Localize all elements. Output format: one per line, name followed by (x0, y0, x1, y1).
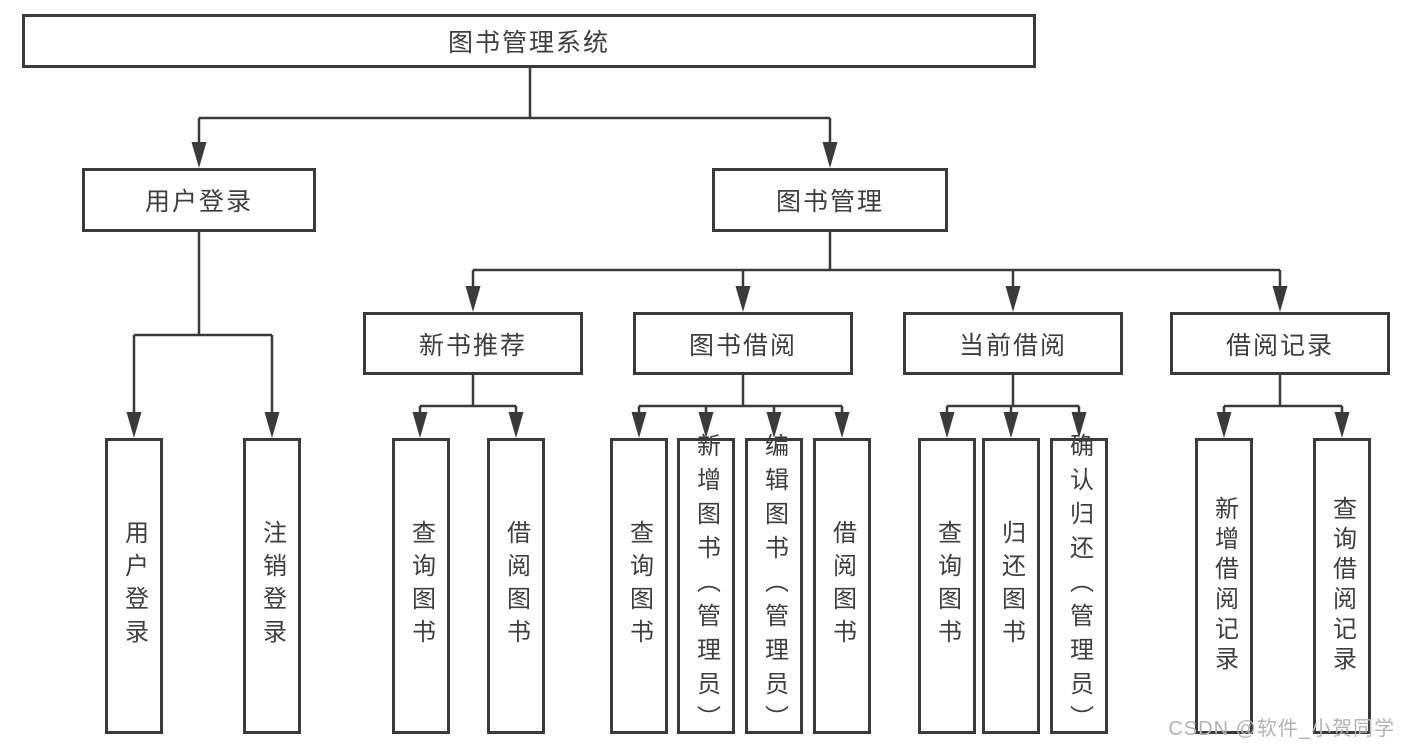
leaf-bb-edit-books-admin: 编辑图书（管理员） (745, 433, 803, 739)
leaf-cb-query-books: 查询图书 (918, 438, 976, 734)
leaf-bb-query-books: 查询图书 (610, 438, 668, 734)
leaf-br-query-record: 查询借阅记录 (1313, 438, 1371, 734)
node-current-borrowing-label: 当前借阅 (958, 331, 1067, 360)
leaf-cb-return-books-label: 归还图书 (997, 520, 1025, 652)
leaf-nb-query-books-label: 查询图书 (407, 520, 435, 652)
node-root: 图书管理系统 (22, 14, 1036, 68)
leaf-logout: 注销登录 (243, 438, 301, 734)
leaf-user-login-label: 用户登录 (120, 520, 148, 652)
node-book-borrowing-label: 图书借阅 (688, 331, 797, 360)
node-book-management-label: 图书管理 (775, 188, 884, 216)
leaf-bb-query-books-label: 查询图书 (625, 520, 653, 652)
leaf-br-add-record-label: 新增借阅记录 (1210, 496, 1238, 676)
leaf-br-query-record-label: 查询借阅记录 (1328, 496, 1356, 676)
node-root-label: 图书管理系统 (447, 29, 610, 57)
node-borrowing-records-label: 借阅记录 (1225, 331, 1334, 360)
leaf-br-add-record: 新增借阅记录 (1195, 438, 1253, 734)
watermark: CSDN @软件_小贺同学 (1168, 718, 1395, 740)
leaf-cb-query-books-label: 查询图书 (933, 520, 961, 652)
node-user-login: 用户登录 (82, 168, 316, 232)
leaf-bb-add-books-admin: 新增图书（管理员） (677, 433, 735, 739)
leaf-nb-query-books: 查询图书 (392, 438, 450, 734)
leaf-nb-borrow-books: 借阅图书 (487, 438, 545, 734)
node-current-borrowing: 当前借阅 (903, 312, 1123, 375)
leaf-cb-return-books: 归还图书 (982, 438, 1040, 734)
leaf-bb-borrow-books: 借阅图书 (813, 438, 871, 734)
node-book-borrowing: 图书借阅 (633, 312, 853, 375)
node-borrowing-records: 借阅记录 (1170, 312, 1390, 375)
leaf-bb-borrow-books-label: 借阅图书 (828, 520, 856, 652)
node-new-book-recommendation: 新书推荐 (363, 312, 583, 375)
leaf-bb-edit-books-admin-label: 编辑图书（管理员） (760, 433, 788, 739)
node-new-book-recommendation-label: 新书推荐 (418, 331, 527, 360)
leaf-nb-borrow-books-label: 借阅图书 (502, 520, 530, 652)
leaf-cb-confirm-return-admin: 确认归还（管理员） (1050, 433, 1108, 739)
node-user-login-label: 用户登录 (144, 188, 253, 216)
leaf-user-login: 用户登录 (105, 438, 163, 734)
node-book-management: 图书管理 (712, 168, 948, 232)
leaf-cb-confirm-return-admin-label: 确认归还（管理员） (1065, 433, 1093, 739)
leaf-bb-add-books-admin-label: 新增图书（管理员） (692, 433, 720, 739)
leaf-logout-label: 注销登录 (258, 520, 286, 652)
